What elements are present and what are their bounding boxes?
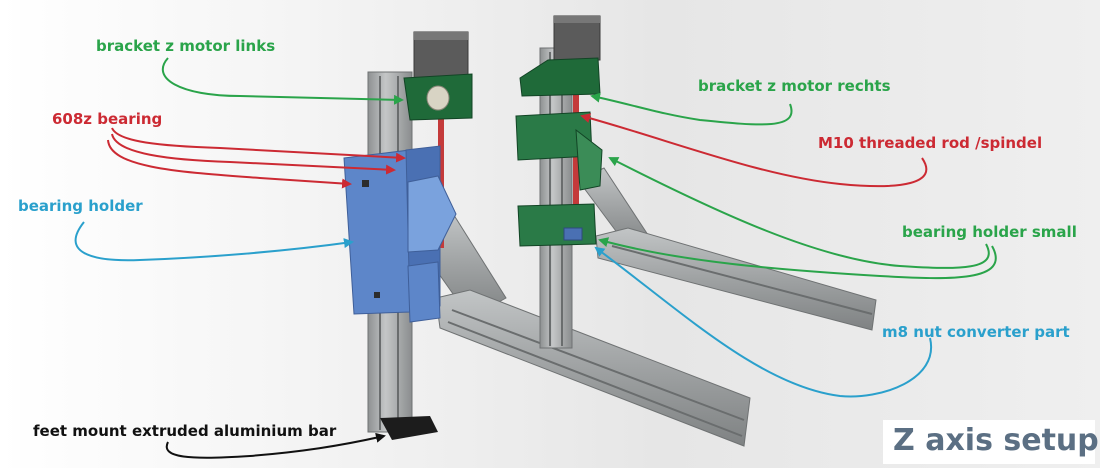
arrow-bracket-z-motor-links — [161, 57, 404, 105]
left-threaded-rod — [438, 108, 444, 248]
arrow-bearing-holder-small-2 — [598, 237, 997, 280]
arrow-608z-bearing-2 — [111, 133, 396, 175]
left-bearing-holder — [343, 149, 411, 315]
arrow-feet-mount — [165, 432, 386, 459]
arrow-bearing-holder-small-1 — [608, 157, 990, 269]
left-feet-mount — [380, 416, 438, 440]
title-box — [883, 420, 1095, 464]
label-608z-bearing: 608z bearing — [52, 110, 163, 128]
label-m10-threaded-rod: M10 threaded rod /spindel — [818, 134, 1043, 152]
label-bearing-holder-small: bearing holder small — [902, 223, 1077, 241]
left-stepper-motor — [413, 31, 469, 83]
arrow-bearing-holder — [74, 221, 354, 262]
right-stepper-motor — [553, 15, 601, 61]
arrow-m8-nut-converter — [594, 246, 933, 398]
diagram-title: Z axis setup — [893, 423, 1099, 458]
right-vertical-extrusion — [539, 47, 573, 349]
arrow-bracket-z-motor-rechts — [590, 92, 793, 126]
left-horizontal-extrusion — [435, 289, 751, 447]
right-motor-bracket — [519, 57, 601, 97]
left-tower — [343, 31, 751, 447]
arrow-608z-bearing-3 — [107, 139, 352, 189]
label-bearing-holder: bearing holder — [18, 197, 143, 215]
callout-arrows — [74, 57, 997, 459]
right-m8-nut-converter — [563, 227, 583, 241]
arrow-m10-threaded-rod — [580, 113, 928, 188]
arrow-608z-bearing-1 — [111, 127, 406, 163]
right-bearing-holder-small — [517, 203, 597, 247]
label-feet-mount: feet mount extruded aluminium bar — [33, 422, 337, 440]
label-bracket-z-motor-links: bracket z motor links — [96, 37, 276, 55]
label-bracket-z-motor-rechts: bracket z motor rechts — [698, 77, 891, 95]
label-m8-nut-converter: m8 nut converter part — [882, 323, 1070, 341]
